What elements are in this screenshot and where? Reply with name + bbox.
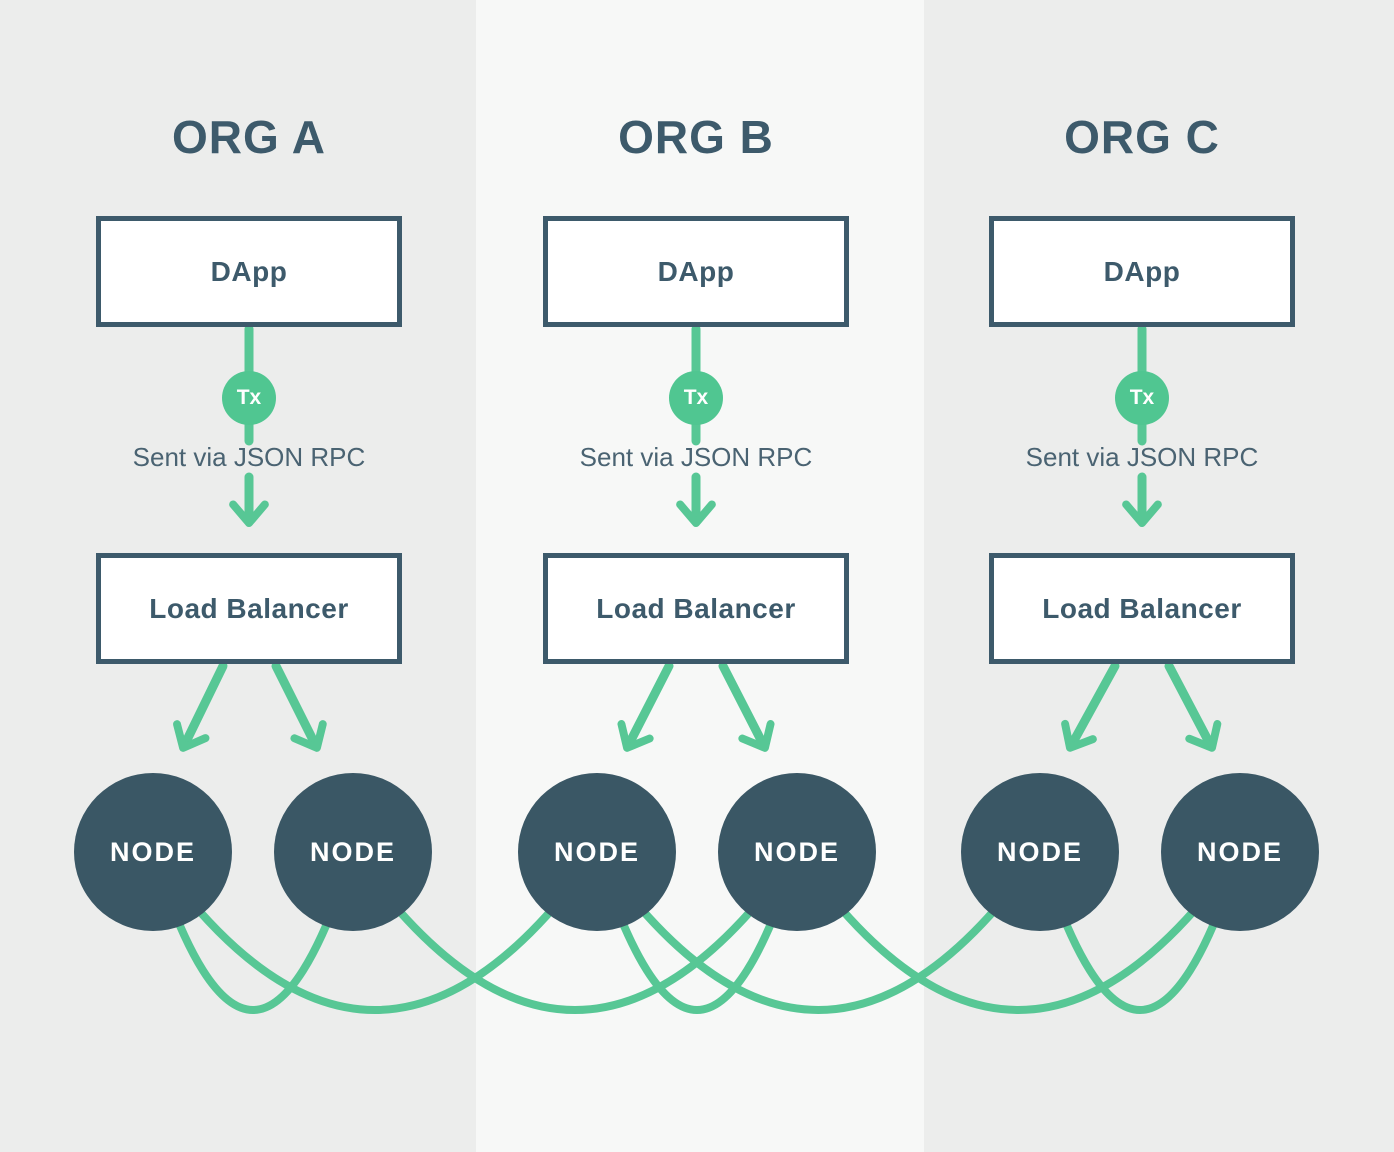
peer-arc-c1-c2: [1036, 848, 1244, 1014]
org-c-lb-arrow-left: [1061, 661, 1120, 752]
peer-arc-b1-b2: [593, 848, 801, 1014]
org-c-lb-arrow-right: [1164, 661, 1222, 752]
org-a-lb-arrow-right: [271, 661, 327, 752]
org-b-lb-arrow-left: [617, 661, 674, 752]
peer-arc-a1-a2: [149, 848, 357, 1014]
org-b-lb-arrow-right: [718, 661, 775, 752]
org-a-lb-arrow-left: [173, 661, 228, 752]
